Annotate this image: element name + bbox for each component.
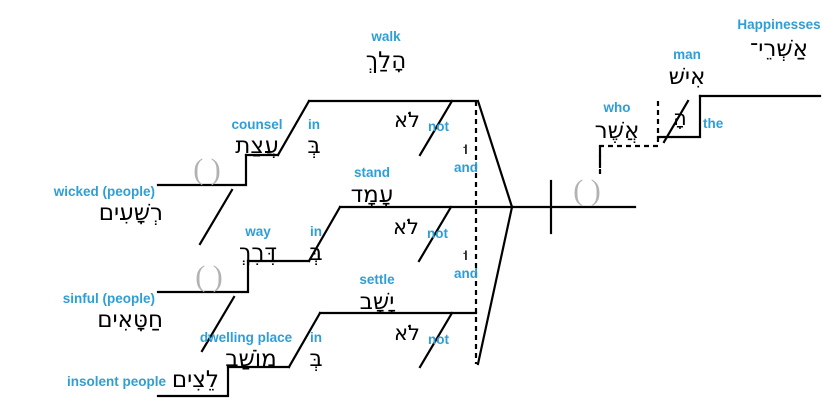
line-stand-prep-diagonal	[307, 205, 342, 263]
line-settle-negation-diagonal	[418, 311, 454, 369]
clause-settle-object-gloss: dwelling place	[199, 330, 293, 345]
conjunction-1-hebrew: וּ	[463, 139, 469, 159]
conjunction-2-gloss: and	[453, 266, 479, 281]
main-relative-gloss: who	[603, 100, 631, 115]
main-elided-marker: ( )	[573, 174, 601, 207]
line-stand-modifier-step	[156, 259, 250, 294]
main-article-gloss: the	[703, 116, 724, 131]
line-walk-modifier-step	[156, 153, 248, 187]
conjunction-1-gloss: and	[453, 160, 479, 175]
main-predicate-gloss: Happinesses	[737, 17, 821, 32]
conjunction-2-hebrew: וּ	[463, 245, 469, 265]
clause-walk-verb-hebrew: הָלַךְ	[365, 48, 407, 74]
clause-walk-object-gloss: counsel	[231, 117, 283, 132]
clause-stand-negation-hebrew: לֹא	[393, 215, 419, 239]
clause-stand-verb-gloss: stand	[353, 165, 391, 180]
clause-stand-object-gloss: way	[245, 224, 271, 239]
main-relative-hebrew: אֲשֶׁר	[594, 118, 640, 144]
clause-stand-prep-gloss: in	[310, 224, 322, 239]
main-subject-gloss: man	[673, 47, 701, 62]
line-stand-negation-diagonal	[417, 205, 453, 263]
clause-settle-verb-hebrew: יָשָׁב	[359, 289, 395, 315]
line-subject-step	[656, 94, 702, 139]
clause-settle-modifier-gloss: insolent people	[66, 374, 166, 389]
line-settle-modifier-step	[156, 365, 230, 398]
clause-settle-modifier-hebrew: לֵצִים	[171, 367, 219, 393]
clause-walk-verb-gloss: walk	[371, 29, 401, 44]
clause-walk-negation-hebrew: לֹא	[394, 108, 420, 132]
clause-stand-object-hebrew: דֶּרֶךְ	[239, 240, 277, 266]
line-stand-modifier-diagonal	[200, 295, 236, 353]
clause-settle-negation-gloss: not	[428, 332, 449, 347]
clause-walk-prep-gloss: in	[308, 117, 320, 132]
main-subject-hebrew: אִישׁ	[668, 64, 706, 90]
clause-stand-modifier-hebrew: חַטָּאִים	[97, 307, 163, 333]
line-relative-dashed	[598, 101, 660, 178]
clause-settle-prep-gloss: in	[310, 330, 322, 345]
clause-stand-modifier-gloss: sinful (people)	[62, 291, 155, 306]
main-article-hebrew: הָ	[673, 106, 687, 130]
line-walk-modifier-diagonal	[198, 188, 234, 246]
clause-stand-verb-hebrew: עָמָד	[350, 182, 394, 208]
clause-settle-verb-gloss: settle	[359, 272, 395, 287]
clause-settle-object-hebrew: מוֹשַׁב	[225, 346, 277, 372]
main-predicate-hebrew: אַשְׁרֵי־	[749, 36, 809, 62]
clause-walk-elided-marker: ( )	[193, 153, 221, 186]
clause-walk-modifier-hebrew: רְשָׁעִים	[98, 200, 163, 226]
line-walk-negation-diagonal	[418, 99, 454, 157]
clause-stand-negation-gloss: not	[427, 226, 448, 241]
clause-walk-prep-hebrew: בְּ	[307, 133, 321, 159]
line-fork-lower	[476, 205, 514, 366]
clause-settle-prep-hebrew: בְּ	[309, 346, 323, 372]
line-settle-prep-diagonal	[287, 311, 322, 369]
line-walk-prep-diagonal	[276, 99, 311, 157]
clause-walk-modifier-gloss: wicked (people)	[53, 184, 155, 199]
clause-walk-object-hebrew: עֲצַת	[235, 133, 279, 159]
line-fork-upper	[476, 99, 514, 209]
clause-stand-prep-hebrew: בְּ	[309, 240, 323, 266]
clause-stand-elided-marker: ( )	[195, 260, 223, 293]
clause-settle-negation-hebrew: לֹא	[394, 321, 420, 345]
clause-walk-negation-gloss: not	[428, 119, 449, 134]
line-article-diagonal	[662, 99, 690, 144]
